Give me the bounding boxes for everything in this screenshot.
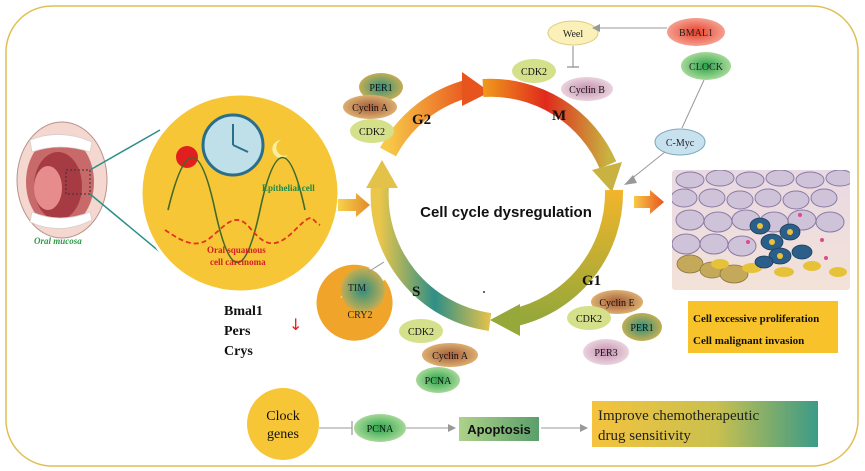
clock-to-cmyc (681, 79, 705, 129)
result-line-1: Improve chemotherapeutic (598, 408, 760, 424)
clock-genes-label-2: genes (267, 427, 299, 442)
pcna-to-apoptosis-head (448, 424, 456, 432)
weel-label: Weel (563, 29, 584, 40)
carcinoma-label-2: cell carcinoma (210, 257, 266, 267)
g1-cdk2-label: CDK2 (576, 314, 602, 325)
bmal1-label: BMAL1 (679, 28, 713, 39)
arrow-to-tissue (634, 190, 664, 214)
g2-cyclin-a-node (343, 95, 397, 119)
cry2-label: CRY2 (347, 310, 372, 321)
g1-per1-label: PER1 (630, 323, 653, 334)
cycle-arc-g1 (510, 189, 624, 327)
cyclin-b-node (561, 77, 613, 101)
s-pcna-node (416, 367, 460, 393)
phase-g1-label: G1 (582, 273, 601, 289)
weel-node (547, 20, 599, 46)
oral-mucosa-illustration (16, 121, 108, 239)
bmal1-node (667, 18, 725, 46)
cycle-arrowhead-g2 (462, 72, 490, 106)
carcinoma-wave (164, 217, 321, 245)
s-complex: CDK2 Cyclin A PCNA (399, 319, 478, 393)
clock-genes-node (247, 388, 319, 460)
cycle-arc-m (482, 78, 617, 169)
epithelial-label: Epithelial cell (262, 183, 315, 193)
cycle-arrowhead-m (592, 162, 622, 192)
per3-label: PER3 (594, 348, 617, 359)
bottom-pcna-label: PCNA (367, 424, 394, 435)
downregulation-arrow: ↓ (289, 315, 302, 334)
g2-complex: PER1 Cyclin A CDK2 (343, 73, 403, 143)
gene-bmal1: Bmal1 (224, 304, 263, 319)
gene-pers: Pers (224, 324, 251, 339)
oral-mucosa-label: Oral mucosa (34, 236, 82, 246)
g2-cyclin-a-label: Cyclin A (352, 103, 389, 114)
per3-node (583, 339, 629, 365)
cmyc-node (654, 128, 706, 156)
clock-node (681, 52, 731, 80)
cycle-arc-s (370, 184, 492, 331)
tim-to-cycle-line (367, 261, 385, 273)
result-box (592, 401, 818, 447)
cycle-dot (483, 291, 485, 293)
epithelial-wave (167, 157, 306, 263)
tissue-illustration (672, 170, 850, 290)
s-cyclin-a-label: Cyclin A (432, 351, 469, 362)
arrow-to-cycle (338, 193, 370, 217)
clock-label: CLOCK (689, 62, 724, 73)
apoptosis-label: Apoptosis (467, 422, 531, 437)
result-line-2: drug sensitivity (598, 428, 691, 444)
m-complex: Weel CDK2 Cyclin B (512, 20, 613, 101)
outcome-line-2: Cell malignant invasion (693, 335, 804, 347)
carcinoma-label-1: Oral squamous (207, 245, 266, 255)
cmyc-to-cycle-head (624, 175, 637, 185)
gene-crys: Crys (224, 344, 253, 359)
bmal1-to-weel-head (592, 24, 600, 32)
bottom-pcna-node (354, 414, 406, 442)
g2-per1-node (359, 73, 403, 101)
cycle-arrowhead-g1 (490, 304, 520, 336)
epithelial-circle (139, 92, 341, 294)
g1-complex: Cyclin E CDK2 PER1 PER3 (567, 290, 662, 365)
g2-per1-label: PER1 (369, 83, 392, 94)
clock-chain: BMAL1 CLOCK C-Myc (592, 18, 731, 185)
moon-icon (272, 140, 288, 158)
g2-cdk2-node (350, 119, 394, 143)
tim-cry2-complex: TIM CRY2 (316, 264, 393, 341)
cyclin-e-node (591, 290, 643, 314)
s-cdk2-label: CDK2 (408, 327, 434, 338)
cycle-center-label: Cell cycle dysregulation (420, 204, 592, 221)
cyclin-b-label: Cyclin B (569, 85, 605, 96)
apoptosis-box (459, 417, 539, 441)
outcome-box (688, 301, 838, 353)
clock-genes-label-1: Clock (266, 409, 299, 424)
cycle-arc-g2 (380, 79, 473, 157)
apoptosis-to-result-head (580, 424, 588, 432)
tim-label: TIM (348, 283, 366, 294)
clock-icon (201, 113, 265, 177)
g1-cdk2-node (567, 306, 611, 330)
outcome-line-1: Cell excessive proliferation (693, 313, 819, 325)
g2-cdk2-label: CDK2 (359, 127, 385, 138)
tim-node (341, 268, 385, 312)
lesion-box (65, 169, 91, 195)
s-pcna-label: PCNA (425, 376, 452, 387)
cyclin-e-label: Cyclin E (599, 298, 634, 309)
cycle-arrowhead-s (366, 160, 398, 188)
phase-m-label: M (552, 108, 566, 124)
sun-icon (176, 146, 198, 168)
m-cdk2-label: CDK2 (521, 67, 547, 78)
phase-g2-label: G2 (412, 112, 431, 128)
s-cyclin-a-node (422, 343, 478, 367)
cmyc-to-cycle (629, 151, 666, 181)
m-cdk2-node (512, 59, 556, 83)
zoom-line-top (89, 129, 161, 171)
phase-s-label: S (412, 284, 420, 300)
outer-frame (5, 5, 859, 467)
cmyc-label: C-Myc (666, 138, 695, 149)
g1-per1-node (622, 313, 662, 341)
s-cdk2-node (399, 319, 443, 343)
